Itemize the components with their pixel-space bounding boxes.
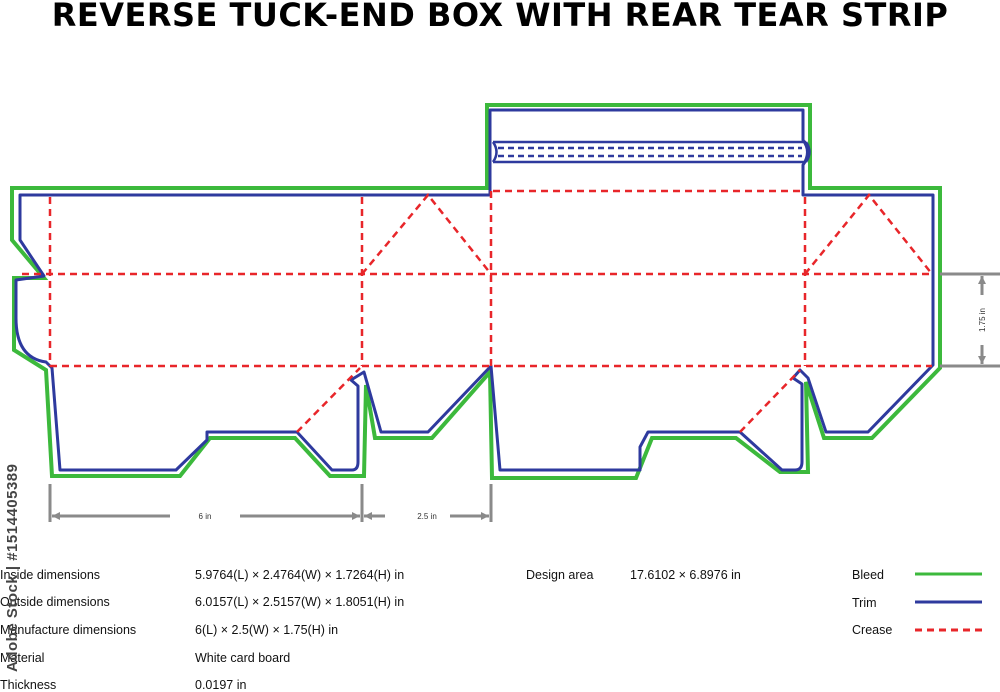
spec-label-inside: Inside dimensions — [0, 568, 101, 582]
design-area-value: 17.6102 × 6.8976 in — [630, 568, 741, 582]
crease-lines — [22, 189, 933, 433]
length-dimension-label: 6 in — [199, 512, 212, 521]
width-dimension-label: 2.5 in — [417, 512, 437, 521]
height-dimension-label: 1.75 in — [978, 308, 987, 332]
spec-label-manufacture: Manufacture dimensions — [0, 623, 137, 637]
spec-value-manufacture: 6(L) × 2.5(W) × 1.75(H) in — [195, 623, 339, 637]
legend-bleed-label: Bleed — [852, 568, 884, 582]
watermark-text: Adobe Stock | #1514405389 — [4, 463, 21, 672]
spec-value-material: White card board — [195, 651, 291, 665]
dimension-lines — [48, 272, 1000, 522]
spec-value-thickness: 0.0197 in — [195, 678, 247, 692]
dimension-arrows — [52, 276, 986, 520]
legend-crease-label: Crease — [852, 623, 893, 637]
spec-value-outside: 6.0157(L) × 2.5157(W) × 1.8051(H) in — [195, 595, 405, 609]
spec-label-material: Material — [0, 651, 45, 665]
design-area-label: Design area — [526, 568, 594, 582]
trim-outline — [14, 108, 935, 472]
spec-value-inside: 5.9764(L) × 2.4764(W) × 1.7264(H) in — [195, 568, 405, 582]
legend-trim-label: Trim — [852, 596, 877, 610]
bleed-outline — [10, 103, 942, 480]
spec-label-thickness: Thickness — [0, 678, 57, 692]
page-title: REVERSE TUCK-END BOX WITH REAR TEAR STRI… — [51, 0, 949, 34]
spec-label-outside: Outside dimensions — [0, 595, 110, 609]
tear-strip — [491, 140, 811, 164]
